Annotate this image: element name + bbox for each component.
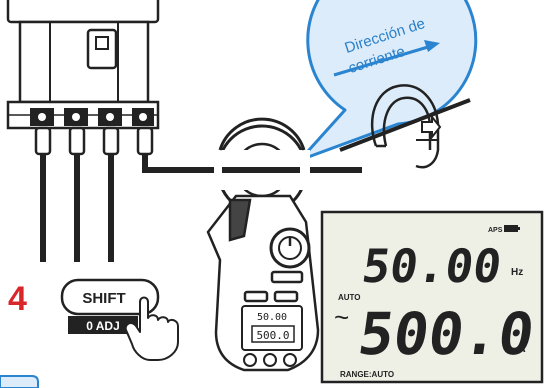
meter-small-display-bottom-value: 500.0 — [256, 329, 289, 342]
cables — [43, 154, 362, 262]
callout-bubble: Dirección de corriente — [300, 0, 476, 167]
zero-adj-label: 0 ADJ — [86, 319, 120, 333]
meter-button-row-top[interactable] — [272, 272, 302, 282]
step-number: 4 — [8, 280, 27, 318]
meter-jack-1 — [244, 354, 256, 366]
lcd-auto-label: AUTO — [338, 293, 361, 302]
meter-small-display-top-value: 50.00 — [257, 312, 287, 323]
callout-shape — [300, 0, 476, 160]
battery-icon — [504, 225, 520, 232]
lcd-range-label: RANGE:AUTO — [340, 370, 394, 379]
lcd-current-value: 500.0 — [354, 300, 538, 368]
lcd-ac-symbol: ~ — [334, 302, 349, 332]
meter-jack-2 — [264, 354, 276, 366]
breaker-body — [20, 22, 148, 102]
lcd-aps-indicator: APS — [488, 227, 503, 234]
shift-button-label: SHIFT — [82, 290, 125, 307]
lcd-frequency-unit: Hz — [511, 267, 523, 278]
breaker-top-frame — [8, 0, 158, 22]
meter-button-right[interactable] — [275, 292, 297, 301]
lcd-frequency-value: 50.00 — [359, 239, 505, 293]
cropped-badge — [0, 376, 38, 388]
circuit-breaker — [8, 0, 158, 154]
lcd-current-unit: A — [517, 341, 526, 355]
cable-4 — [145, 154, 222, 170]
lcd-panel: APS 50.00 Hz AUTO ~ 500.0 A RANGE:AUTO — [322, 212, 542, 382]
cable-lugs — [36, 128, 152, 154]
meter-button-left[interactable] — [245, 292, 267, 301]
meter-jack-3 — [284, 354, 296, 366]
